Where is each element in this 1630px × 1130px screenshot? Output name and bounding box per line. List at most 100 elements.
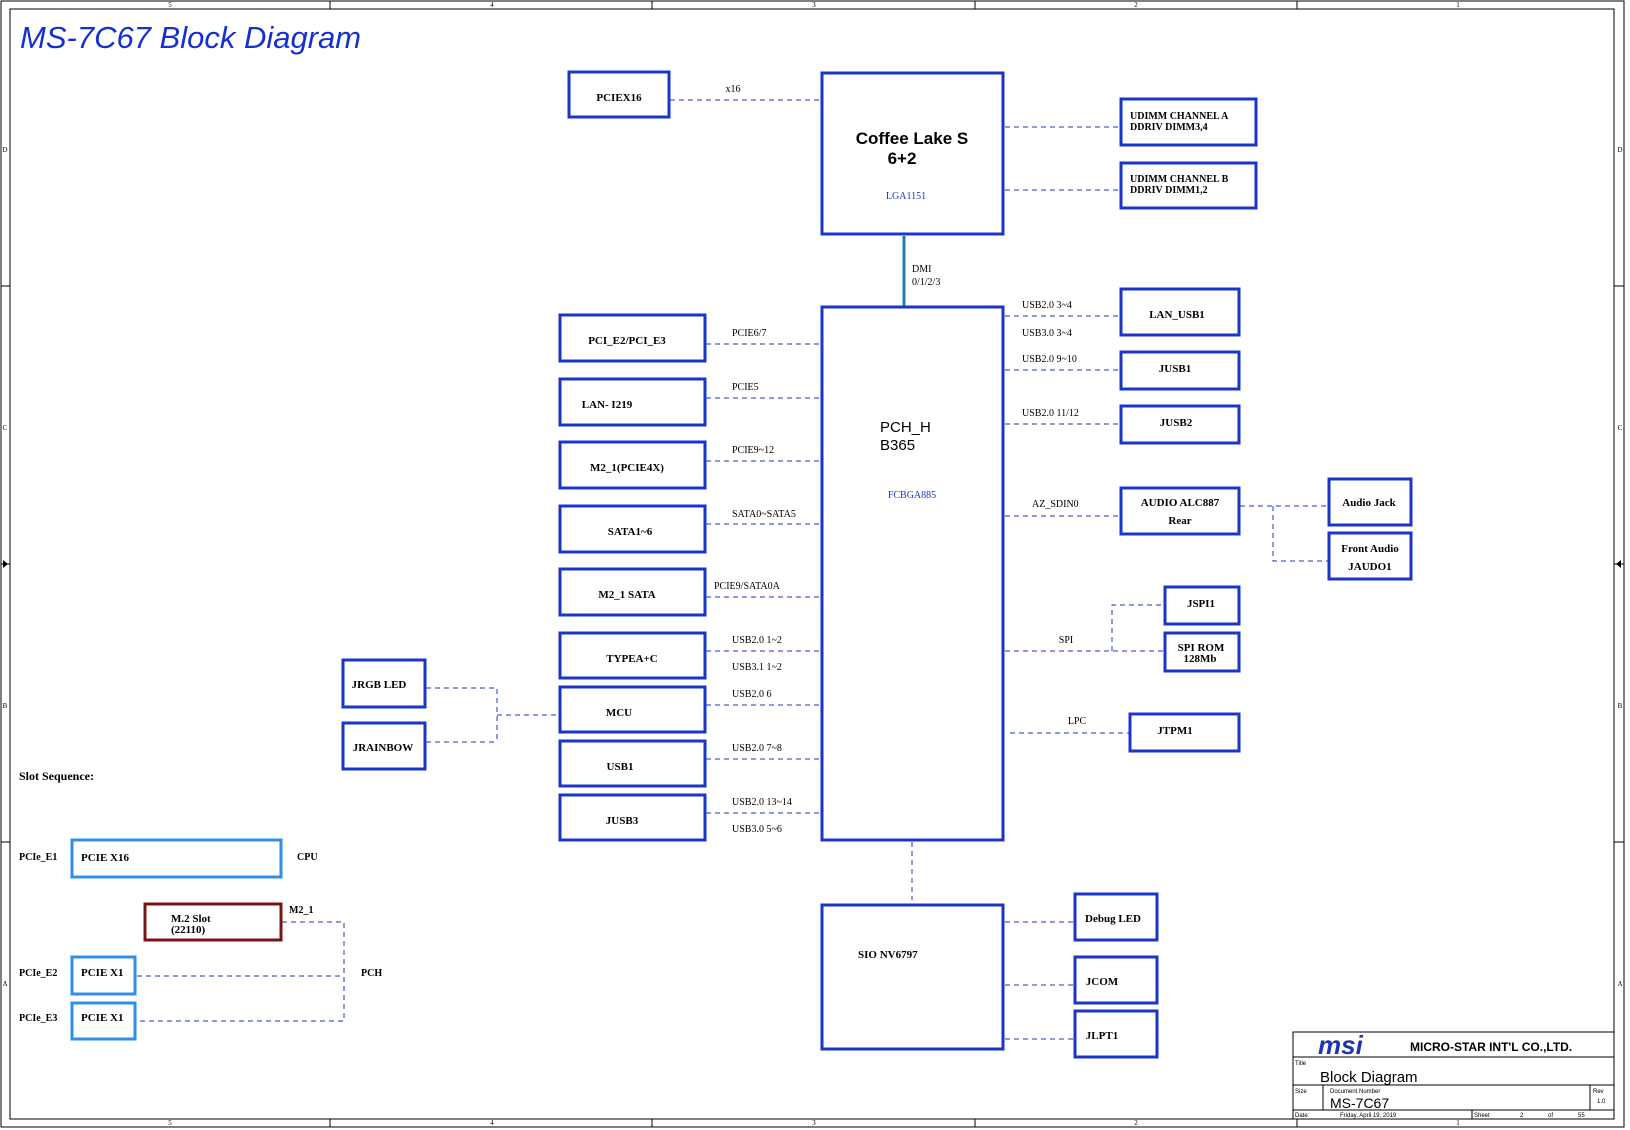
- col-label-bottom-3: 3: [812, 1119, 816, 1127]
- title-caption: Title: [1295, 1061, 1307, 1067]
- m2-slot: M.2 Slot (22110): [143, 902, 283, 942]
- pcie-x1-slot-label: PCIE X1: [81, 1012, 123, 1024]
- pcie-x1-slot-e2: PCIE X1: [70, 955, 137, 996]
- pcie-x16-slot-label: PCIE X16: [81, 852, 129, 864]
- col-label-bottom-2: 2: [1134, 1119, 1138, 1127]
- bus-label-usb2-13-14: USB2.0 13~14: [732, 797, 792, 808]
- cpu-subtitle: 6+2: [888, 149, 917, 168]
- date-caption: Date:: [1295, 1113, 1310, 1119]
- jspi1-box: JSPI1: [1163, 585, 1241, 626]
- device-label: M2_1(PCIE4X): [590, 462, 664, 474]
- slot-pch-label: PCH: [361, 968, 382, 979]
- audio-codec-label: AUDIO ALC887: [1141, 497, 1220, 509]
- col-label-bottom-1: 1: [1456, 1119, 1460, 1127]
- audio-jack-box: Audio Jack: [1327, 477, 1413, 527]
- spi-rom-label: SPI ROM: [1178, 642, 1225, 654]
- jcom-label: JCOM: [1086, 976, 1119, 988]
- pcie-e2-label: PCIe_E2: [19, 968, 57, 979]
- front-audio-box: Front Audio JAUDO1: [1327, 531, 1413, 581]
- row-label-left-b: B: [3, 702, 8, 710]
- jusb1-box: JUSB1: [1119, 350, 1241, 391]
- col-label-top-4: 4: [490, 1, 494, 9]
- col-label-top-2: 2: [1134, 1, 1138, 9]
- date-value: Friday, April 19, 2019: [1340, 1113, 1397, 1119]
- left-device-lan-i219: LAN- I219: [558, 377, 707, 427]
- audio-alc887-box: AUDIO ALC887 Rear: [1119, 486, 1241, 536]
- row-label-left-c: C: [3, 424, 8, 432]
- lan-usb1-label: LAN_USB1: [1149, 309, 1205, 321]
- pciex16-label: PCIEX16: [596, 92, 642, 104]
- pcie-x1-slot-label: PCIE X1: [81, 967, 123, 979]
- frame-markers: [3, 560, 1621, 568]
- m2-slot-size-label: (22110): [171, 924, 206, 936]
- of-caption: of: [1548, 1113, 1553, 1119]
- jrgb-led-label: JRGB LED: [352, 679, 407, 691]
- device-label: USB1: [607, 761, 634, 773]
- col-label-bottom-5: 5: [168, 1119, 172, 1127]
- row-label-right-d: D: [1617, 146, 1622, 154]
- jtpm1-label: JTPM1: [1157, 725, 1192, 737]
- size-caption: Size: [1295, 1089, 1307, 1095]
- bus-label-pcie5: PCIE5: [732, 382, 759, 393]
- row-label-right-a: A: [1617, 980, 1622, 988]
- jusb2-box: JUSB2: [1119, 404, 1241, 445]
- device-label: MCU: [606, 707, 632, 719]
- bus-label-pcie6-7: PCIE6/7: [732, 328, 766, 339]
- dmi-lanes-label: 0/1/2/3: [912, 277, 940, 288]
- bus-label-usb2-3-4: USB2.0 3~4: [1022, 300, 1072, 311]
- debug-led-box: Debug LED: [1073, 892, 1159, 942]
- spi-rom-box: SPI ROM 128Mb: [1163, 631, 1241, 673]
- bus-label-az-sdin0: AZ_SDIN0: [1032, 499, 1079, 510]
- pcie-x16-slot: PCIE X16: [70, 838, 283, 879]
- left-device-pci-e2-e3: PCI_E2/PCI_E3: [558, 313, 707, 363]
- jusb2-label: JUSB2: [1160, 417, 1193, 429]
- bus-label-pcie9-12: PCIE9~12: [732, 445, 774, 456]
- jaudo1-label: JAUDO1: [1348, 561, 1391, 573]
- dimm-a-line1: UDIMM CHANNEL A: [1130, 111, 1229, 122]
- title-block: msi MICRO-STAR INT'L CO.,LTD. Title Bloc…: [1292, 1030, 1615, 1120]
- cpu-title: Coffee Lake S: [856, 129, 968, 148]
- debug-led-label: Debug LED: [1085, 913, 1141, 925]
- slot-cpu-label: CPU: [297, 852, 318, 863]
- company-name: MICRO-STAR INT'L CO.,LTD.: [1410, 1040, 1572, 1054]
- device-label: TYPEA+C: [606, 653, 658, 665]
- total-sheets: 55: [1578, 1113, 1585, 1119]
- sio-label: SIO NV6797: [858, 949, 918, 961]
- sheet-number: 2: [1520, 1113, 1524, 1119]
- rev-caption: Rev: [1593, 1089, 1604, 1095]
- pch-title: PCH_H: [880, 419, 931, 436]
- jspi1-label: JSPI1: [1187, 598, 1215, 610]
- audio-rear-label: Rear: [1168, 515, 1191, 527]
- bus-label-usb2-1-2: USB2.0 1~2: [732, 635, 782, 646]
- jlpt1-label: JLPT1: [1086, 1030, 1118, 1042]
- bus-label-usb30-5-6: USB3.0 5~6: [732, 824, 782, 835]
- left-device-m2-1-sata: M2_1 SATA: [558, 567, 707, 617]
- col-label-bottom-4: 4: [490, 1119, 494, 1127]
- cpu-socket: LGA1151: [886, 191, 926, 202]
- jcom-box: JCOM: [1073, 955, 1159, 1005]
- row-label-right-c: C: [1618, 424, 1623, 432]
- bus-label-usb31-1-2: USB3.1 1~2: [732, 662, 782, 673]
- pcie-e1-label: PCIe_E1: [19, 852, 57, 863]
- device-label: LAN- I219: [582, 399, 633, 411]
- audio-jack-label: Audio Jack: [1342, 497, 1396, 509]
- pch-package: FCBGA885: [888, 490, 936, 501]
- device-label: M2_1 SATA: [598, 589, 655, 601]
- left-device-usb1: USB1: [558, 739, 707, 788]
- lan-usb1-box: LAN_USB1: [1119, 287, 1241, 337]
- row-label-right-b: B: [1618, 702, 1623, 710]
- jrgb-led-box: JRGB LED: [341, 658, 427, 709]
- device-label: JUSB3: [606, 815, 639, 827]
- pciex16-link-label: x16: [726, 84, 741, 95]
- docnum-caption: Document Number: [1330, 1089, 1380, 1095]
- col-label-top-5: 5: [168, 1, 172, 9]
- cpu-block: Coffee Lake S 6+2 LGA1151: [820, 71, 1005, 236]
- col-label-top-1: 1: [1456, 1, 1460, 9]
- pch-subtitle: B365: [880, 437, 915, 454]
- left-device-typea-c: TYPEA+C: [558, 631, 707, 680]
- bus-label-usb2-6: USB2.0 6: [732, 689, 771, 700]
- bus-label-pcie9-sata0a: PCIE9/SATA0A: [714, 581, 781, 592]
- diagram-title: MS-7C67 Block Diagram: [20, 20, 361, 55]
